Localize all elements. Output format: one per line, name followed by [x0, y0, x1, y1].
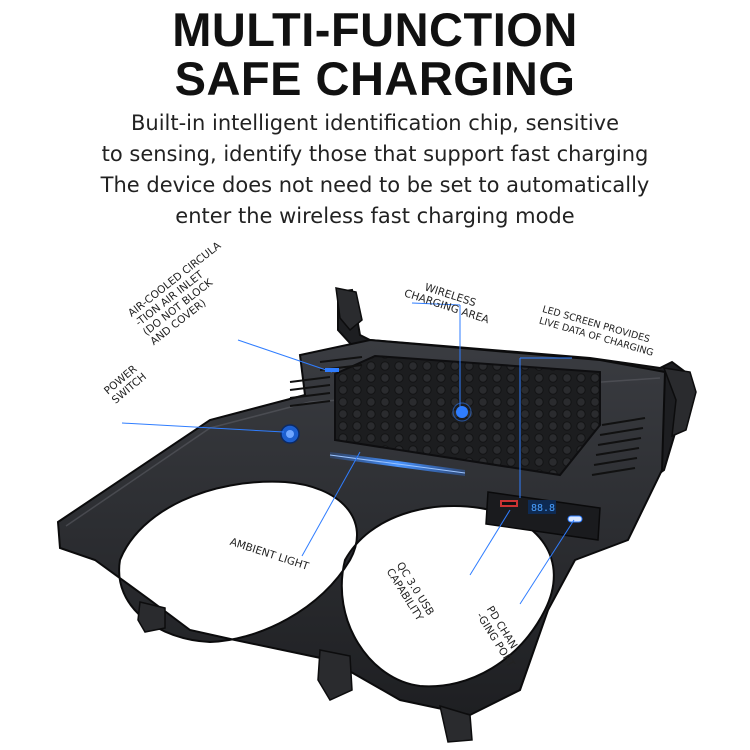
- pd-port: [567, 515, 583, 523]
- svg-text:88.8: 88.8: [531, 503, 555, 514]
- wireless-charging-pad: [334, 354, 601, 477]
- charger-product-image: 88.8: [56, 287, 697, 743]
- headline-line-2: SAFE CHARGING: [174, 52, 576, 105]
- led-display-icon: 88.8: [528, 500, 556, 514]
- left-clip: [335, 287, 363, 332]
- wireless-coil-icon: [452, 402, 472, 422]
- right-clip: [662, 367, 697, 438]
- description-line-1: Built-in intelligent identification chip…: [130, 111, 620, 135]
- usb-port-icon: [500, 500, 518, 507]
- headline-line-1: MULTI-FUNCTION: [172, 3, 578, 56]
- description-line-3: The device does not need to be set to au…: [100, 173, 650, 197]
- description-line-4: enter the wireless fast charging mode: [175, 204, 575, 228]
- power-button-icon: [280, 424, 300, 444]
- description-line-2: to sensing, identify those that support …: [101, 142, 649, 166]
